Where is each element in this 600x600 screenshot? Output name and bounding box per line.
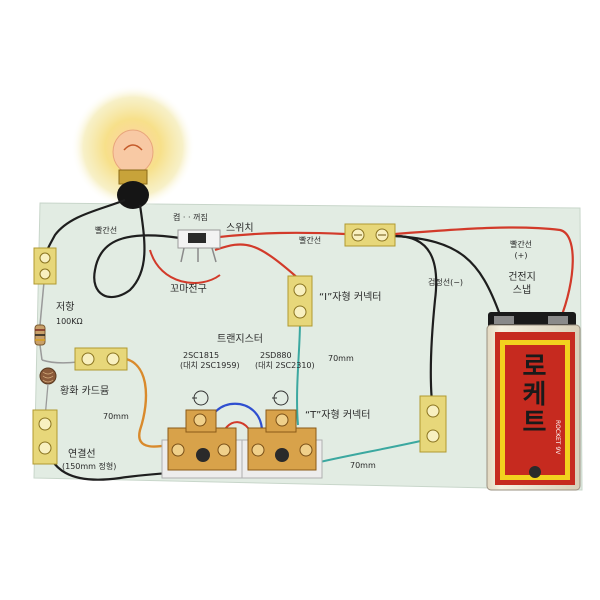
lead-wire-label: 연결선 [68,449,96,460]
transistor-symbol-2 [272,390,289,406]
red-wire-label-3: 빨간선 [509,240,533,249]
switch-on-off-label: 켬 · · 꺼짐 [173,213,208,222]
transistor-label: 트랜지스터 [217,334,263,345]
battery-small-text: ROCKET 9V [554,420,561,455]
length-label-bottom: 70mm [350,461,376,470]
bulb-glass [112,129,154,175]
transistor-symbol-1 [192,390,209,406]
red-wire-switch [214,243,301,281]
red-wire-label-1: 빨간선 [95,226,118,235]
i-connector-label: “I”자형 커넥터 [319,292,382,303]
switch-label: 스위치 [226,223,254,234]
orange-wire [119,356,186,448]
transistor-1-model: 2SC1815 [183,351,220,360]
transistor-1-substitute: (대치 2SC1959) [180,361,240,370]
plus-label: (+) [514,251,528,260]
transistor-2-model: 2SD880 [260,351,292,360]
i-connector-cds [74,347,128,371]
red-wire-bulb [149,249,221,284]
resistor-lead-bottom [39,344,43,361]
black-wire-bulb-right [93,204,181,299]
resistor-label: 저항 [56,302,75,313]
t-connector-right [241,409,323,479]
length-label-left: 70mm [103,412,129,421]
i-connector-top [344,223,396,247]
red-wire-battery [394,226,574,321]
i-connector-left-top [33,247,57,285]
i-connector-middle [287,275,313,327]
t-connector-left [161,409,243,479]
mini-bulb-label: 꼬마전구 [170,284,207,295]
battery-snap-label-2: 스냅 [512,285,532,296]
red-wire-label-2: 빨간선 [299,236,322,245]
lead-wire-note: (150mm 정형) [62,462,117,471]
resistor-lead-top [39,281,45,326]
switch-lever [188,233,206,243]
black-wire-label: 검정선(−) [428,278,464,287]
bulb-base [117,181,149,209]
black-wire-snap [394,234,502,316]
t-connector-label: “T”자형 커넥터 [305,410,371,421]
resistor-to-cds-wire [41,359,79,364]
red-wire-top [209,231,346,240]
battery-snap-label-1: 건전지 [508,272,536,283]
teal-wire [296,321,301,426]
cds-label: 황화 카드뮴 [60,386,110,397]
i-connector-left-bottom [32,409,58,465]
black-wire-battery [394,234,438,403]
battery-brand-text: 로케트 [517,352,547,436]
i-connector-right [419,395,447,453]
transistor-2-substitute: (대치 2SC2310) [255,361,315,370]
resistor-value-label: 100KΩ [56,317,83,326]
length-label-right: 70mm [328,354,354,363]
battery-9v [486,324,581,491]
teal-wire-bottom [319,439,426,463]
